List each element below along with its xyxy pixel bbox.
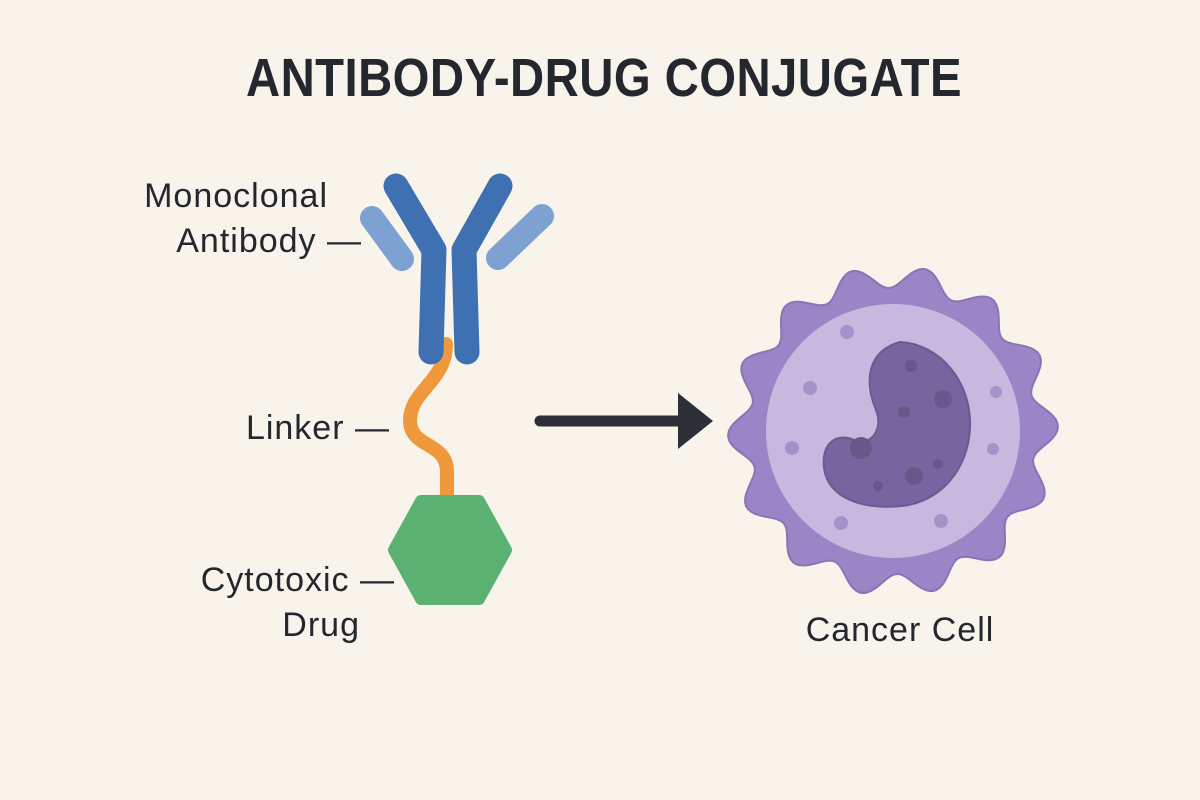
cytoplasm-dot bbox=[990, 386, 1002, 398]
label-cancer-cell: Cancer Cell bbox=[806, 611, 995, 649]
antibody-light-chain-right-icon bbox=[486, 204, 554, 270]
label-monoclonal-antibody-line2: Antibody — bbox=[176, 222, 362, 260]
cytoplasm-dot bbox=[803, 381, 817, 395]
cytotoxic-drug-hexagon-icon bbox=[388, 495, 512, 605]
label-linker: Linker — bbox=[246, 409, 390, 447]
label-monoclonal-antibody-line1: Monoclonal bbox=[144, 177, 328, 215]
nucleus-spot bbox=[905, 467, 923, 485]
cytoplasm-dot bbox=[785, 441, 799, 455]
nucleus-spot bbox=[898, 406, 910, 418]
nucleus-spot bbox=[873, 481, 883, 491]
label-cytotoxic-drug-line1: Cytotoxic — bbox=[201, 561, 395, 599]
cytoplasm-dot bbox=[834, 516, 848, 530]
delivery-arrow bbox=[534, 393, 713, 449]
labels: Monoclonal Antibody — Linker — Cytotoxic… bbox=[144, 177, 395, 644]
cytoplasm-dot bbox=[987, 443, 999, 455]
antibody-heavy-chain-right-icon bbox=[451, 173, 513, 365]
nucleus-spot bbox=[934, 390, 952, 408]
cytoplasm-dot bbox=[934, 514, 948, 528]
page-title: ANTIBODY-DRUG CONJUGATE bbox=[246, 48, 962, 108]
label-cytotoxic-drug-line2: Drug bbox=[282, 606, 360, 644]
nucleus-spot bbox=[933, 459, 943, 469]
cytoplasm-dot bbox=[840, 325, 854, 339]
antibody-heavy-chain-left-icon bbox=[383, 173, 447, 365]
linker-squiggle-icon bbox=[402, 337, 454, 506]
arrow-head-icon bbox=[678, 393, 713, 449]
nucleus-spot bbox=[905, 360, 917, 372]
adc-molecule bbox=[360, 173, 554, 605]
nucleus-spot bbox=[850, 437, 872, 459]
cancer-cell bbox=[727, 267, 1059, 595]
antibody-light-chain-left-icon bbox=[360, 206, 414, 271]
